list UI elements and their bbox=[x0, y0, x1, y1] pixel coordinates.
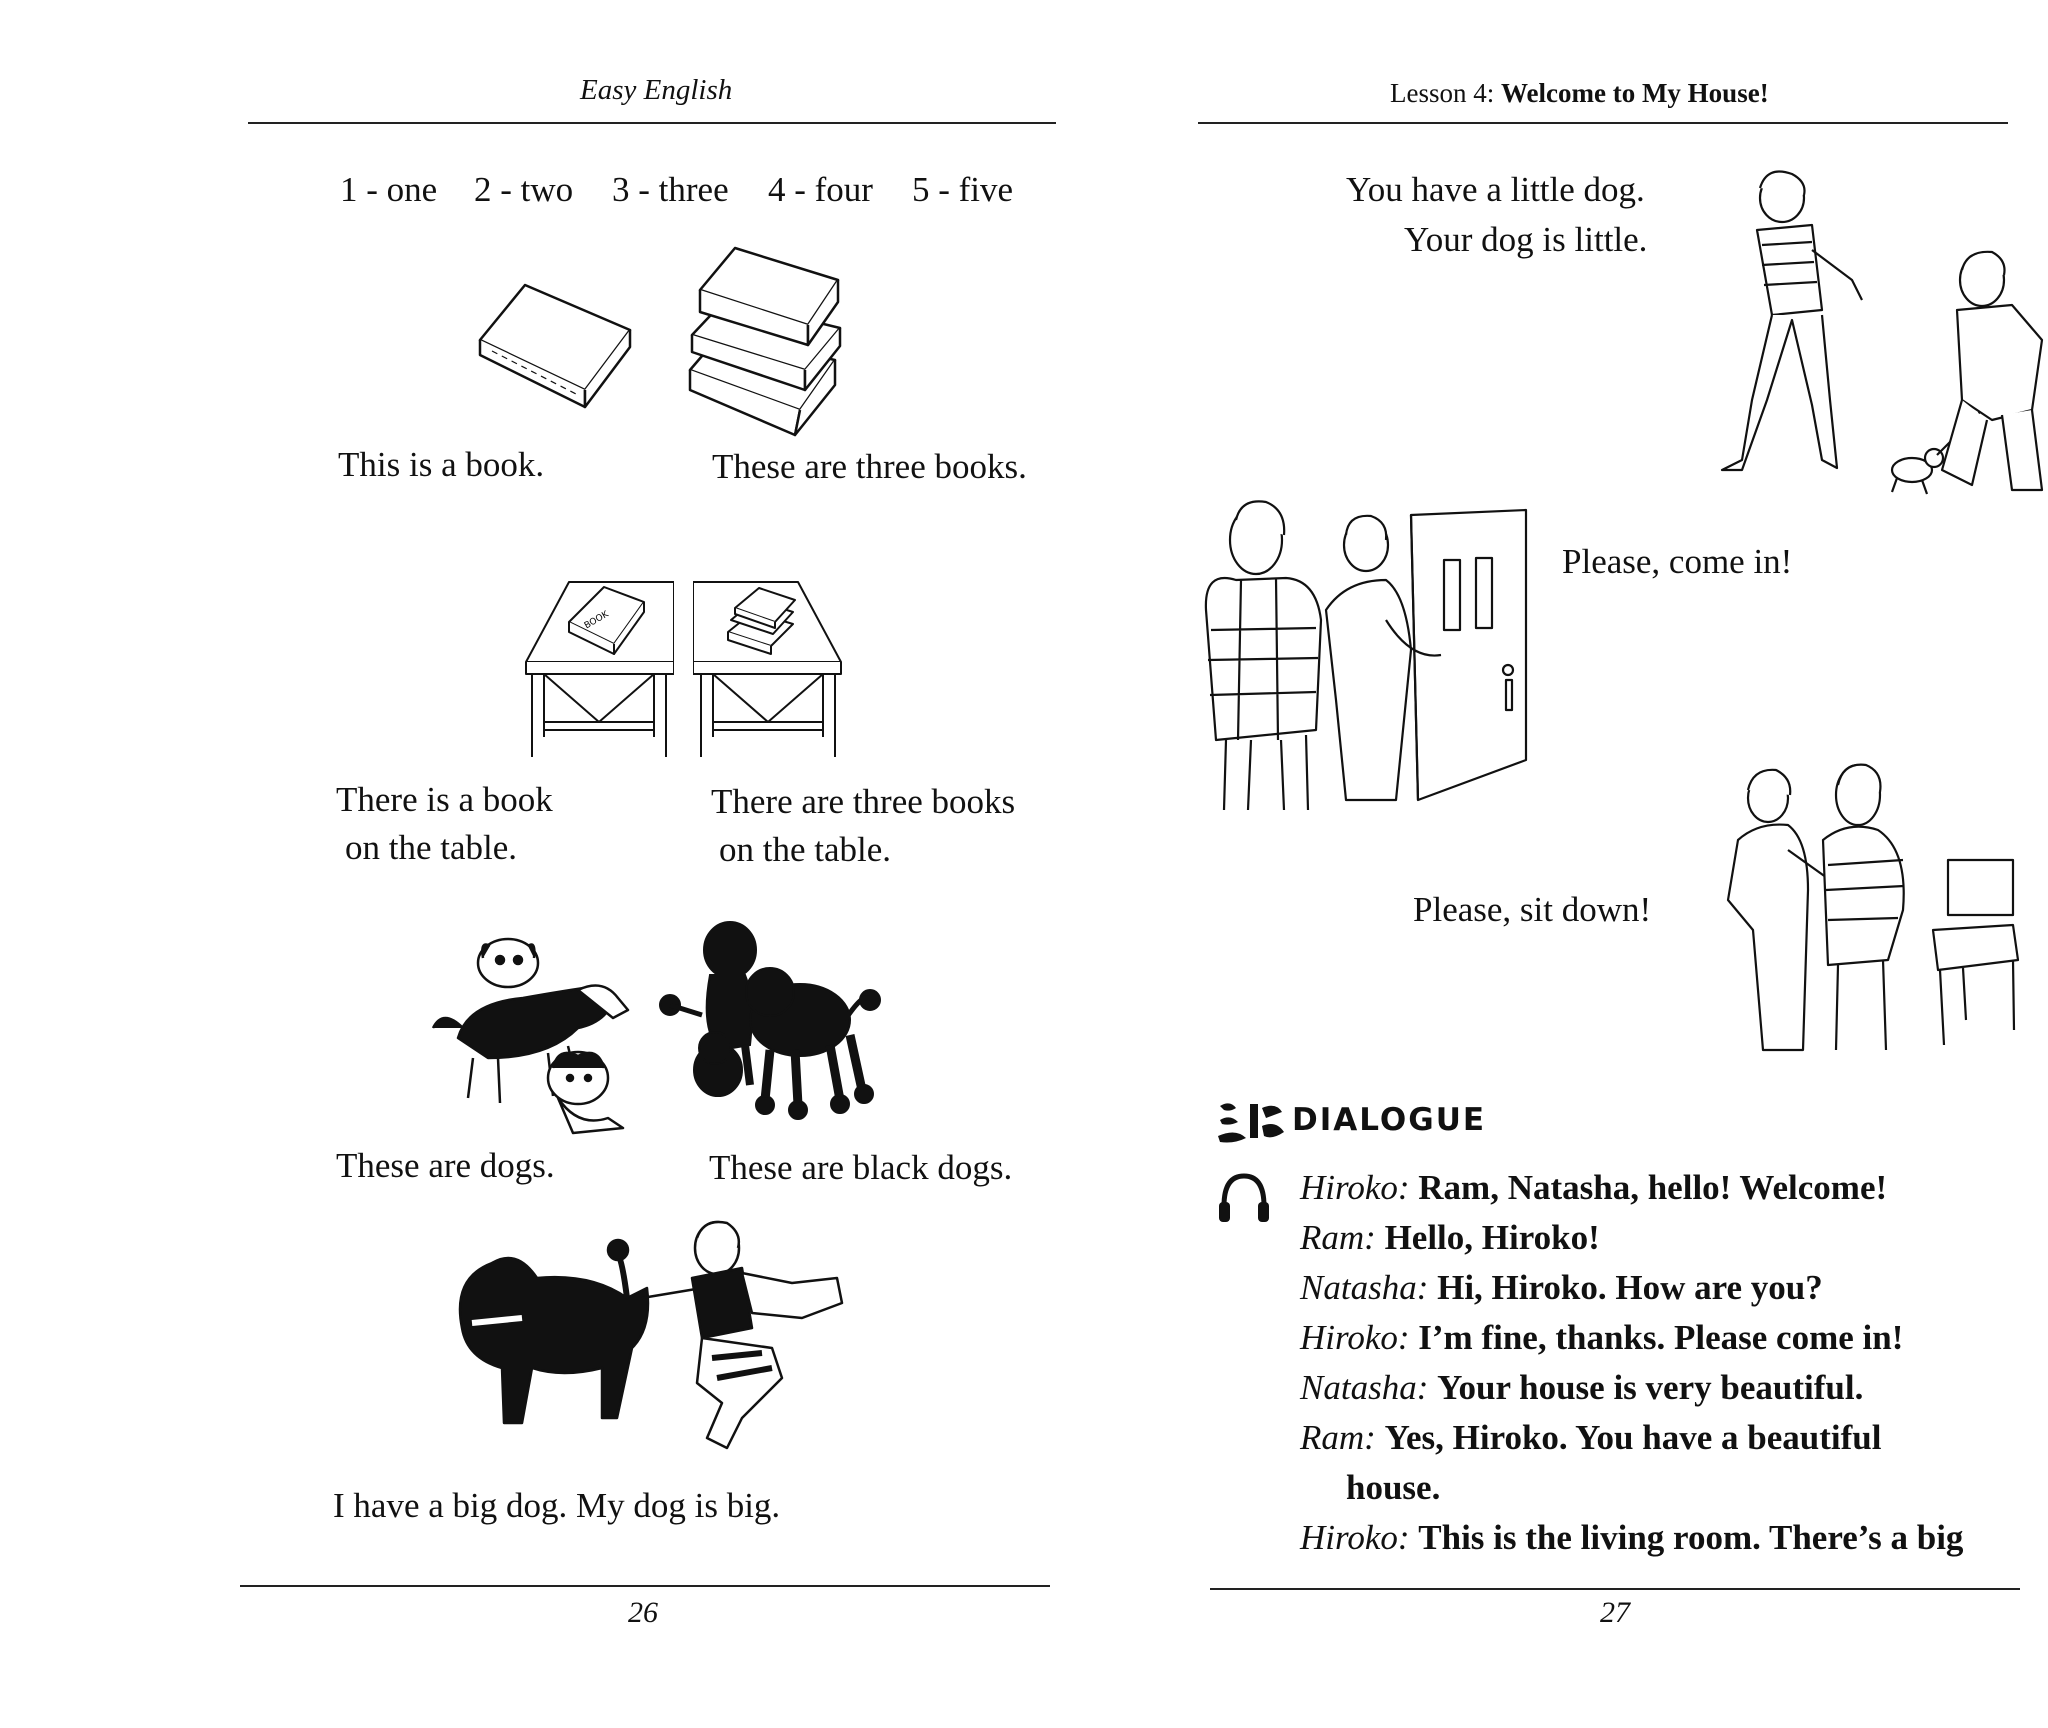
running-head-prefix: Lesson 4: bbox=[1390, 78, 1501, 108]
caption-little-dog-2: Your dog is little. bbox=[1404, 220, 1648, 259]
caption-black-dogs: These are black dogs. bbox=[709, 1148, 1013, 1187]
dialogue-speaker: Hiroko: bbox=[1300, 1518, 1410, 1557]
caption-books-table-1: There are three books bbox=[711, 782, 1016, 821]
dialogue-line-3: Natasha: Hi, Hiroko. How are you? bbox=[1300, 1268, 1823, 1308]
dialogue-text: Yes, Hiroko. You have a beautiful bbox=[1384, 1418, 1882, 1457]
dialogue-speaker: Hiroko: bbox=[1300, 1318, 1410, 1357]
dialogue-line-8: Hiroko: This is the living room. There’s… bbox=[1300, 1518, 1963, 1558]
page-number-left: 26 bbox=[628, 1596, 658, 1629]
number-two: 2 - two bbox=[474, 170, 574, 209]
caption-book-table-1: There is a book bbox=[336, 780, 553, 819]
single-book-illustration bbox=[470, 275, 640, 415]
caption-one-book: This is a book. bbox=[338, 445, 545, 484]
dogs-illustration bbox=[428, 928, 648, 1138]
dialogue-text: house. bbox=[1346, 1468, 1441, 1507]
dialogue-line-7: house. bbox=[1346, 1468, 1440, 1508]
dialogue-text: This is the living room. There’s a big bbox=[1418, 1518, 1964, 1557]
dialogue-speaker: Natasha: bbox=[1300, 1268, 1429, 1307]
number-one: 1 - one bbox=[340, 170, 438, 209]
black-dogs-illustration bbox=[640, 920, 890, 1130]
header-rule-right bbox=[1198, 122, 2008, 124]
dialogue-text: I’m fine, thanks. Please come in! bbox=[1418, 1318, 1904, 1357]
caption-three-books: These are three books. bbox=[712, 447, 1027, 486]
number-three: 3 - three bbox=[612, 170, 729, 209]
dialogue-speaker: Ram: bbox=[1300, 1218, 1376, 1257]
page-number-right: 27 bbox=[1600, 1596, 1630, 1629]
dialogue-text: Your house is very beautiful. bbox=[1437, 1368, 1864, 1407]
little-dog-illustration bbox=[1712, 170, 2048, 500]
caption-little-dog-1: You have a little dog. bbox=[1346, 170, 1645, 209]
dialogue-text: Hello, Hiroko! bbox=[1384, 1218, 1600, 1257]
caption-sit-down: Please, sit down! bbox=[1413, 890, 1652, 929]
footer-rule-right bbox=[1210, 1588, 2020, 1590]
three-books-illustration bbox=[680, 240, 850, 440]
running-head-left: Easy English bbox=[580, 74, 733, 106]
number-four: 4 - four bbox=[768, 170, 873, 209]
dialogue-line-2: Ram: Hello, Hiroko! bbox=[1300, 1218, 1600, 1258]
dialogue-text: Ram, Natasha, hello! Welcome! bbox=[1418, 1168, 1888, 1207]
sit-down-illustration bbox=[1708, 760, 2028, 1060]
dialogue-line-4: Hiroko: I’m fine, thanks. Please come in… bbox=[1300, 1318, 1903, 1358]
footer-rule-left bbox=[240, 1585, 1050, 1587]
running-head-title: Welcome to My House! bbox=[1501, 78, 1769, 108]
big-dog-illustration bbox=[442, 1218, 852, 1458]
dialogue-line-5: Natasha: Your house is very beautiful. bbox=[1300, 1368, 1863, 1408]
dialogue-symbol-icon bbox=[1216, 1098, 1286, 1144]
header-rule-left bbox=[248, 122, 1056, 124]
running-head-right: Lesson 4: Welcome to My House! bbox=[1390, 78, 1769, 109]
headphones-icon[interactable] bbox=[1216, 1170, 1272, 1226]
number-five: 5 - five bbox=[912, 170, 1014, 209]
dialogue-speaker: Hiroko: bbox=[1300, 1168, 1410, 1207]
dialogue-heading: DIALOGUE bbox=[1292, 1102, 1487, 1138]
dialogue-line-6: Ram: Yes, Hiroko. You have a beautiful bbox=[1300, 1418, 1881, 1458]
caption-books-table-2: on the table. bbox=[719, 830, 892, 869]
caption-dogs: These are dogs. bbox=[336, 1146, 555, 1185]
dialogue-speaker: Ram: bbox=[1300, 1418, 1376, 1457]
caption-come-in: Please, come in! bbox=[1562, 542, 1793, 581]
table-with-books-illustration bbox=[693, 562, 843, 762]
come-in-illustration bbox=[1196, 500, 1532, 820]
table-with-book-illustration: BOOK bbox=[524, 562, 674, 762]
dialogue-speaker: Natasha: bbox=[1300, 1368, 1429, 1407]
dialogue-text: Hi, Hiroko. How are you? bbox=[1437, 1268, 1823, 1307]
caption-book-table-2: on the table. bbox=[345, 828, 518, 867]
dialogue-line-1: Hiroko: Ram, Natasha, hello! Welcome! bbox=[1300, 1168, 1887, 1208]
caption-big-dog: I have a big dog. My dog is big. bbox=[333, 1486, 781, 1525]
